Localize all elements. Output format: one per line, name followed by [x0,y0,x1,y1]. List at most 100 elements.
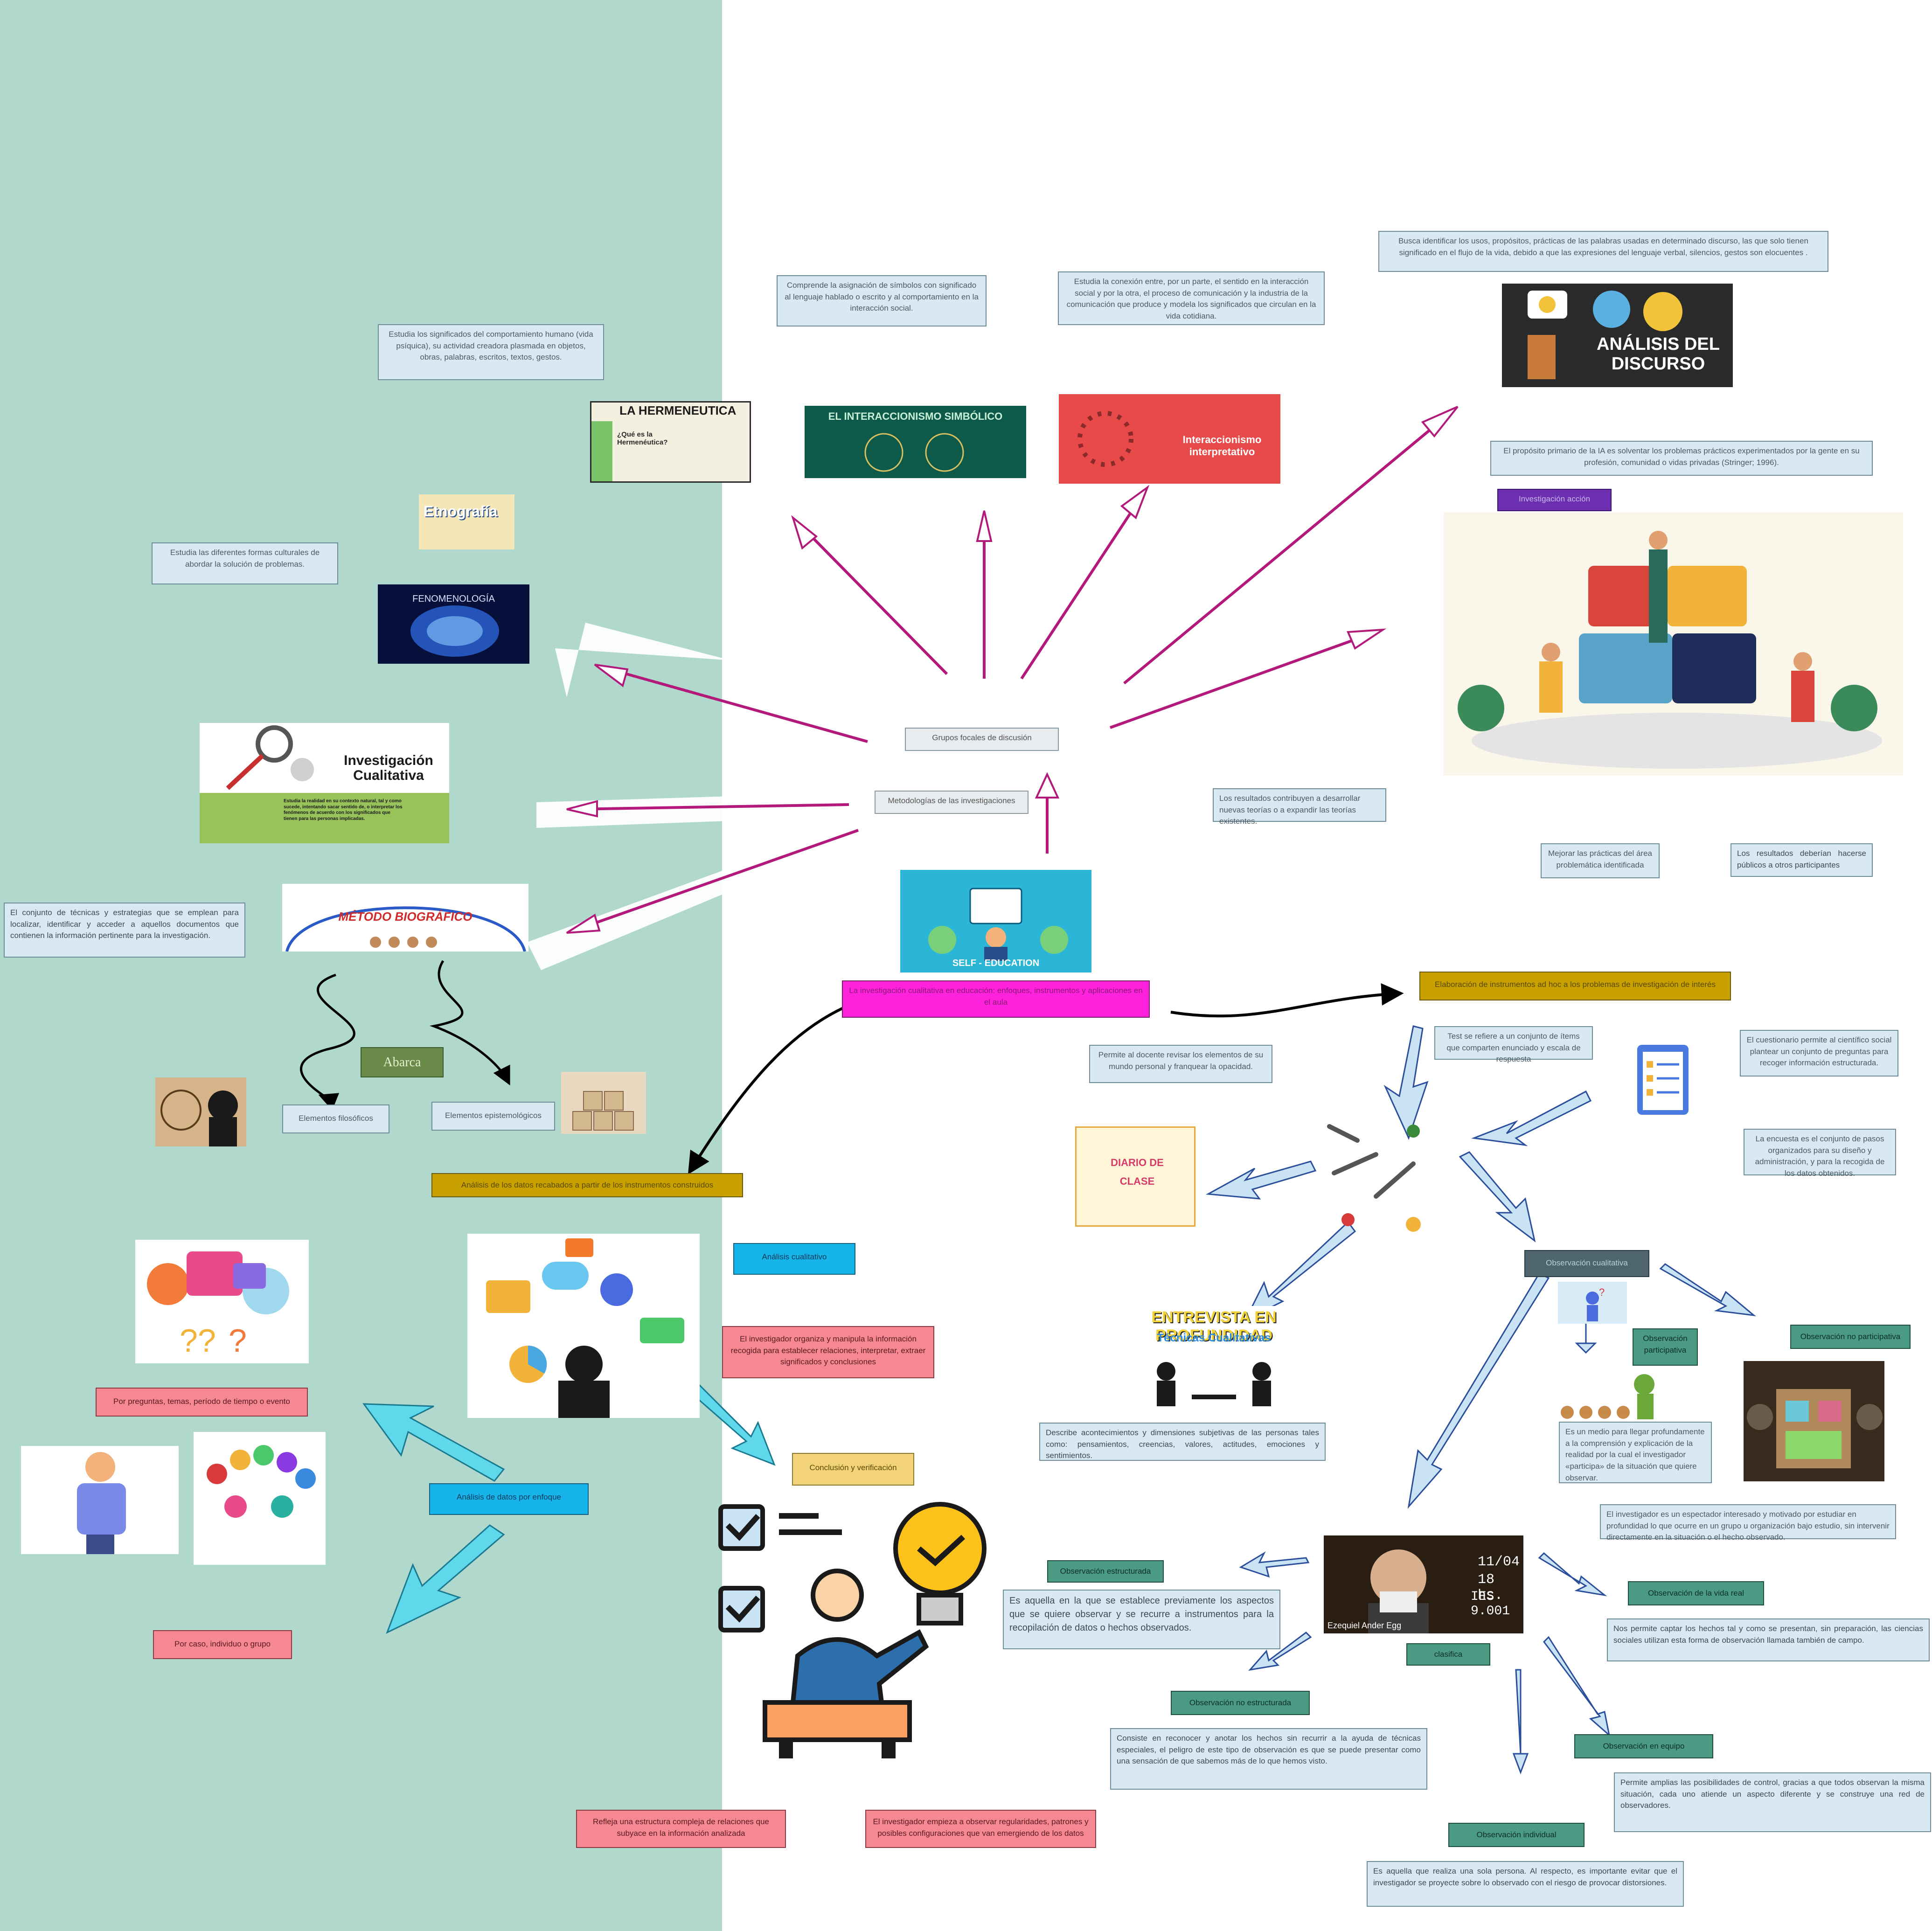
instrumentos-title-node[interactable]: Elaboración de instrumentos ad hoc a los… [1419,972,1731,1000]
participativa-image [1553,1366,1678,1424]
diario-clase-image: DIARIO DE CLASE [1075,1126,1195,1227]
epistemologicos-image [561,1072,646,1134]
resultados-publicos-box: Los resultados deberían hacerse públicos… [1730,843,1873,877]
etnografia-image-title: Etnografía [424,503,498,520]
arrow-to-epistemologicos [429,960,510,1086]
checklist-bulb-image [718,1497,989,1758]
analisis-title-node[interactable]: Análisis de los datos recabados a partir… [431,1173,743,1197]
resultados-desc: Los resultados contribuyen a desarrollar… [1213,788,1386,826]
ander-egg-portrait [1368,1549,1429,1633]
abarca-label: Abarca [383,1055,421,1070]
central-title-node[interactable]: La investigación cualitativa en educació… [842,980,1150,1018]
speech-bubbles-image: ??? [135,1240,309,1363]
metodo-biografico-image: MÉTODO BIOGRÁFICO [282,884,528,952]
conclusion-node[interactable]: Conclusión y verificación [792,1453,914,1486]
ia-desc: El propósito primario de la IA es solven… [1490,441,1873,476]
iq-white-panel [200,723,449,793]
analisis-collage-illustration [486,1238,684,1418]
cyan-arrows [362,1384,776,1634]
analisis-por-enfoque-node[interactable]: Análisis de datos por enfoque [429,1483,589,1515]
por-caso-box: Por caso, individuo o grupo [153,1630,292,1659]
obs-vida-real-node[interactable]: Observación de la vida real [1628,1581,1764,1605]
obs-equipo-node[interactable]: Observación en equipo [1574,1734,1713,1758]
mejorar-practicas-box: Mejorar las prácticas del área problemát… [1541,843,1660,878]
tools-image [1320,1112,1430,1241]
fenomenologia-image: FENOMENOLOGÍA [378,584,529,664]
hermeneutica-desc: Estudia los significados del comportamie… [378,324,604,380]
clipboard-image [1619,1038,1712,1119]
obs-estructurada-node[interactable]: Observación estructurada [1047,1560,1164,1583]
analisis-discurso-image-title: ANÁLISIS DEL DISCURSO [1597,334,1720,374]
metodo-biografico-title: MÉTODO BIOGRÁFICO [338,910,473,924]
ander-egg-time: 18 hs. [1478,1572,1503,1604]
ander-egg-date: 11/04 [1478,1554,1520,1570]
no-participativa-image [1744,1361,1884,1481]
cuestionario-desc: El cuestionario permite al científico so… [1740,1030,1898,1077]
analisis-discurso-desc: Busca identificar los usos, propósitos, … [1378,231,1828,272]
investigacion-accion-image [1444,512,1903,776]
self-education-illustration [928,888,1068,961]
interview-illustration [1157,1362,1271,1406]
filosoficos-image [155,1077,246,1146]
entrevista-image: ENTREVISTA EN PROFUNDIDAD Técnicas Cuali… [1110,1306,1318,1414]
interaccionismo-interpretativo-image: Interaccionismo interpretativo [1059,394,1280,484]
magnifier-person-illustration [226,725,314,790]
participativa-figures [1561,1374,1654,1419]
entrevista-title: ENTREVISTA EN PROFUNDIDAD [1151,1308,1277,1344]
arrow-to-filosoficos [300,973,355,1111]
analisis-discurso-image: ANÁLISIS DEL DISCURSO [1502,284,1733,387]
interaccionismo-simbolico-desc: Comprende la asignación de símbolos con … [777,275,987,326]
regularidades-box: El investigador empieza a observar regul… [865,1810,1096,1848]
clasifica-node[interactable]: clasifica [1406,1643,1490,1666]
obs-estructurada-desc: Es aquella en la que se establece previa… [1003,1590,1280,1649]
no-participativa-desc: El investigador es un espectador interes… [1600,1504,1896,1542]
obs-individual-node[interactable]: Observación individual [1448,1823,1585,1847]
etnografia-image: Etnografía [419,494,514,549]
arrow-to-instrumentos [1170,983,1404,1018]
puzzle-team-illustration [1458,531,1882,769]
iq-image-text: Estudia la realidad en su contexto natur… [284,799,403,821]
etnografia-desc: Estudia las diferentes formas culturales… [152,542,338,584]
test-desc: Test se refiere a un conjunto de ítems q… [1434,1026,1593,1063]
investigacion-accion-label[interactable]: Investigación acción [1497,489,1612,511]
self-education-image: SELF - EDUCATION [900,870,1091,972]
obs-individual-desc: Es aquella que realiza una sola persona.… [1367,1861,1684,1907]
obs-no-estructurada-node[interactable]: Observación no estructurada [1171,1691,1310,1715]
hermeneutica-image-title: LA HERMENEUTICA [619,403,737,417]
svg-text:?: ? [229,1322,247,1359]
checklist-bulb-illustration [718,1502,987,1758]
analisis-collage-image [467,1234,700,1418]
ander-egg-place: IES 9.001 [1471,1590,1510,1618]
elementos-epistemologicos-node[interactable]: Elementos epistemológicos [431,1102,555,1131]
observacion-cualitativa-node[interactable]: Observación cualitativa [1524,1250,1649,1277]
brain-illustration [864,433,964,472]
person-thinking-illustration [77,1452,126,1554]
participativa-desc: Es un medio para llegar profundamente a … [1559,1422,1712,1483]
ander-egg-name: Ezequiel Ander Egg [1327,1621,1402,1630]
observer-house-illustration [1747,1389,1883,1468]
group-people-image [194,1432,326,1565]
observacion-participativa-node[interactable]: Observación participativa [1633,1328,1698,1366]
elementos-filosoficos-node[interactable]: Elementos filosóficos [282,1104,389,1133]
abarca-label-image[interactable]: Abarca [361,1047,444,1077]
self-education-label: SELF - EDUCATION [952,958,1040,968]
encuesta-desc: La encuesta es el conjunto de pasos orga… [1744,1129,1896,1178]
diario-clase-title: DIARIO DE CLASE [1111,1157,1164,1187]
biografico-arc [285,906,526,952]
tools-icon [1327,1124,1421,1232]
ander-egg-image: 11/04 18 hs. IES 9.001 Ezequiel Ander Eg… [1324,1535,1523,1633]
question-person-image: ? [1558,1282,1627,1324]
speech-bubbles-illustration: ??? [147,1251,289,1359]
obs-no-estructurada-desc: Consiste en reconocer y anotar los hecho… [1110,1728,1427,1790]
circle-dots-illustration [1077,411,1133,467]
estructura-compleja-box: Refleja una estructura compleja de relac… [576,1810,786,1848]
metodologias-node[interactable]: Metodologías de las investigaciones [875,791,1029,814]
clipboard-icon [1637,1045,1689,1115]
grupos-focales-node[interactable]: Grupos focales de discusión [905,728,1059,751]
analisis-cualitativo-node[interactable]: Análisis cualitativo [733,1243,855,1275]
person-thinking-image [21,1446,179,1554]
observacion-no-participativa-node[interactable]: Observación no participativa [1790,1325,1911,1349]
metodologia-desc: El conjunto de técnicas y estrategias qu… [4,903,245,958]
